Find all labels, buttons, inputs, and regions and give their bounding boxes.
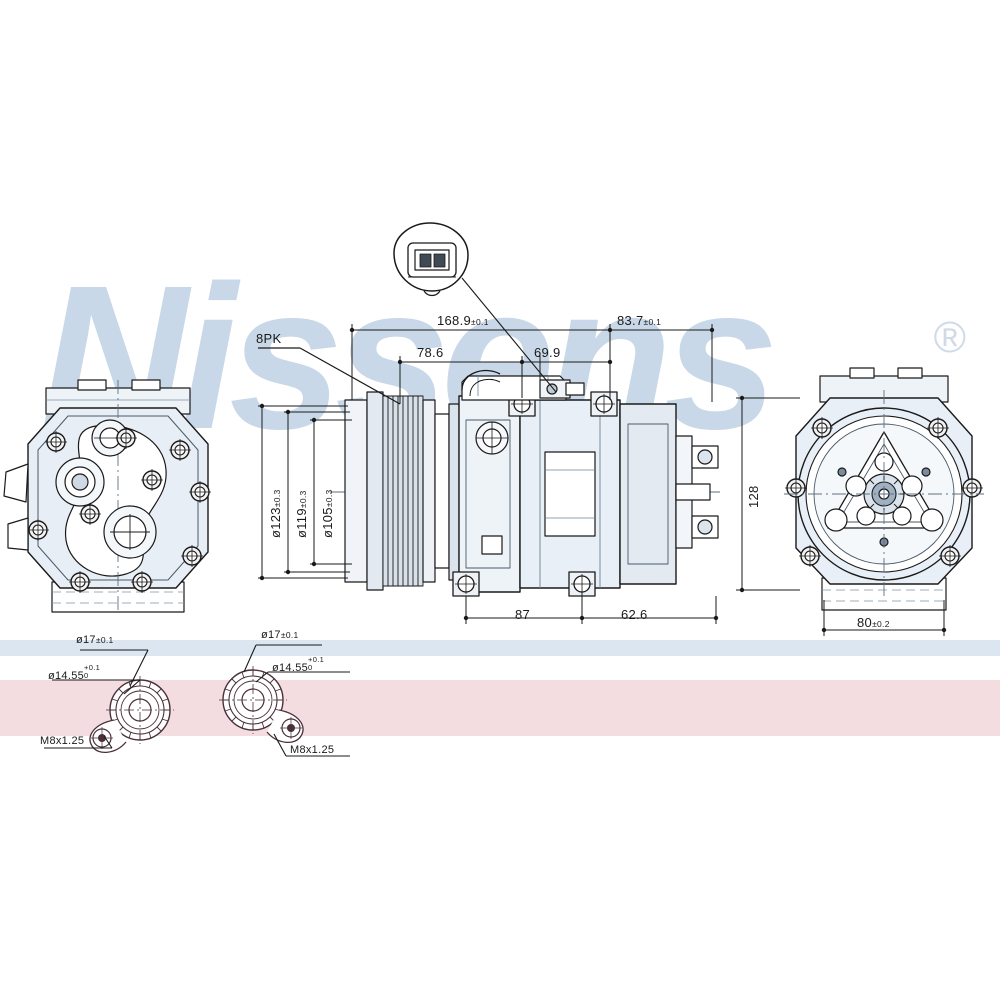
detail-right-dia-17-value: ø17 xyxy=(261,629,281,641)
view-front-clutch xyxy=(784,367,984,611)
leaders-port-right xyxy=(243,644,350,757)
detail-right-dia-1455-value: ø14.55 xyxy=(272,662,309,674)
dim-rear-length-tol: ±0.1 xyxy=(643,317,662,327)
dim-87: 87 xyxy=(515,607,531,622)
dim-dia-105-value: ø105 xyxy=(320,507,335,538)
dim-62-6: 62.6 xyxy=(621,607,648,622)
color-band-blue xyxy=(0,640,1000,656)
detail-connector xyxy=(393,222,469,297)
dimension-lines xyxy=(258,324,947,636)
leader-8pk xyxy=(258,347,401,405)
dim-dia-123: ø123±0.3 xyxy=(268,489,283,538)
dim-rear-length: 83.7±0.1 xyxy=(617,313,661,328)
dim-width-80: 80±0.2 xyxy=(857,615,890,630)
detail-right-dia-17: ø17±0.1 xyxy=(261,629,299,641)
detail-right-tol-lower: 0 xyxy=(308,663,313,672)
dim-width-80-value: 80 xyxy=(857,615,873,630)
detail-left-tol-upper: +0.1 xyxy=(84,663,101,672)
label-8pk: 8PK xyxy=(256,331,282,346)
detail-right-thread: M8x1.25 xyxy=(290,744,335,756)
detail-port-left xyxy=(89,676,174,753)
dim-height-128: 128 xyxy=(746,485,761,508)
dim-dia-123-tol: ±0.3 xyxy=(272,489,282,508)
detail-left-tol-lower: 0 xyxy=(84,671,89,680)
detail-right-tol-upper: +0.1 xyxy=(308,655,325,664)
dim-overall-length-tol: ±0.1 xyxy=(471,317,489,327)
dim-dia-105-tol: ±0.3 xyxy=(324,489,334,508)
dim-overall-length: 168.9±0.1 xyxy=(437,313,489,328)
dim-78-6: 78.6 xyxy=(417,345,444,360)
detail-left-dia-17-tol: ±0.1 xyxy=(95,635,114,645)
dim-69-9: 69.9 xyxy=(534,345,561,360)
detail-port-right xyxy=(219,666,304,743)
detail-left-dia-17-value: ø17 xyxy=(76,634,96,646)
detail-left-thread: M8x1.25 xyxy=(40,735,85,747)
dim-dia-119-value: ø119 xyxy=(294,508,309,538)
view-rear xyxy=(3,379,212,613)
dim-dia-105: ø105±0.3 xyxy=(320,489,335,538)
detail-left-dia-1455-value: ø14.55 xyxy=(48,670,85,682)
dim-rear-length-value: 83.7 xyxy=(617,313,644,328)
view-side-section xyxy=(330,369,720,597)
dim-dia-123-value: ø123 xyxy=(268,507,283,538)
dim-dia-119-tol: ±0.3 xyxy=(298,490,308,509)
detail-left-dia-17: ø17±0.1 xyxy=(76,634,114,646)
dim-overall-length-value: 168.9 xyxy=(437,313,472,328)
leaders-port-left xyxy=(44,649,149,749)
dim-dia-119: ø119±0.3 xyxy=(294,490,309,538)
leader-connector xyxy=(461,277,557,393)
detail-right-dia-17-tol: ±0.1 xyxy=(280,630,299,640)
dim-width-80-tol: ±0.2 xyxy=(872,619,890,629)
